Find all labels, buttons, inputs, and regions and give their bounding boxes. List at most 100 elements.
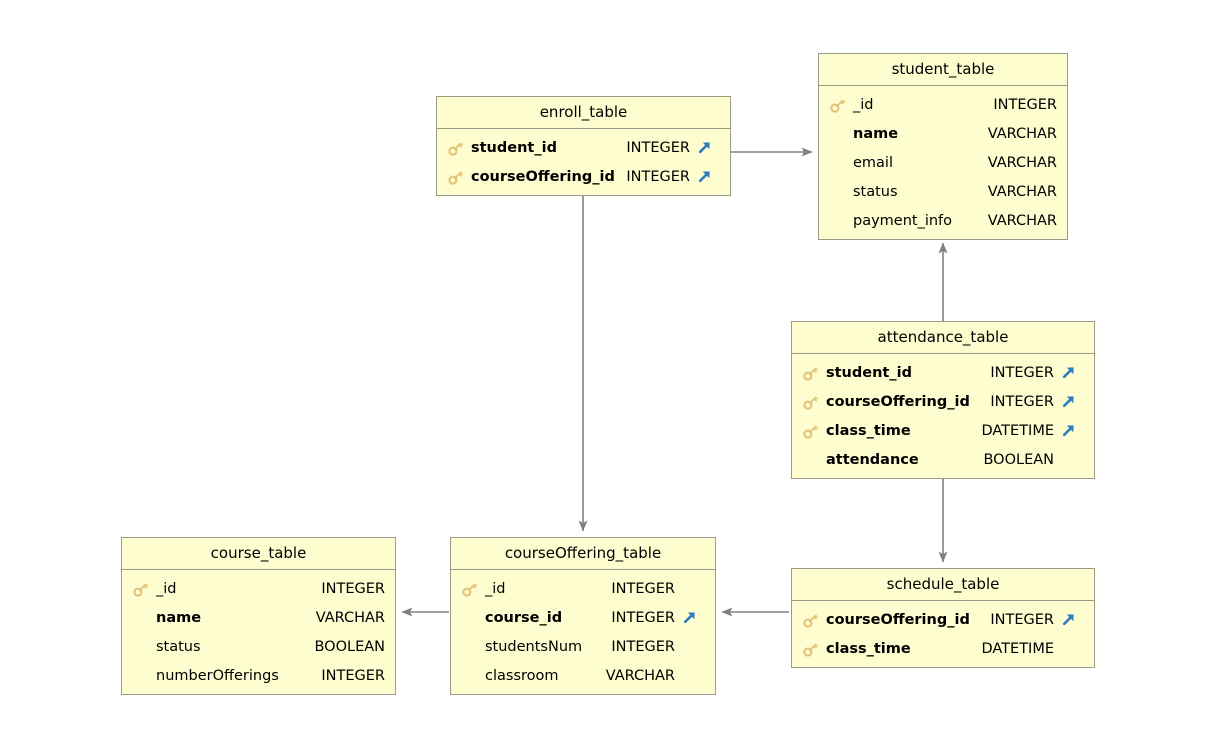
foreign-key-placeholder xyxy=(1060,639,1086,659)
key-icon-placeholder xyxy=(829,211,853,231)
column-type: INTEGER xyxy=(611,580,675,597)
entity-title-courseOffering-table: courseOffering_table xyxy=(451,538,715,570)
column-name: numberOfferings xyxy=(156,667,279,684)
column-row[interactable]: courseOffering_id INTEGER xyxy=(437,162,730,191)
foreign-key-arrow-icon xyxy=(681,608,707,628)
column-name: courseOffering_id xyxy=(826,393,970,410)
foreign-key-placeholder xyxy=(681,666,707,686)
column-name: _id xyxy=(853,96,874,113)
foreign-key-arrow-icon xyxy=(1060,363,1086,383)
key-icon-placeholder xyxy=(461,608,485,628)
column-row[interactable]: class_time DATETIME xyxy=(792,634,1094,663)
key-icon-placeholder xyxy=(829,182,853,202)
column-type: VARCHAR xyxy=(987,154,1057,171)
column-name: student_id xyxy=(471,139,557,156)
entity-title-enroll-table: enroll_table xyxy=(437,97,730,129)
key-icon xyxy=(802,639,826,659)
key-icon-placeholder xyxy=(132,666,156,686)
entity-title-course-table: course_table xyxy=(122,538,395,570)
column-type: VARCHAR xyxy=(605,667,675,684)
column-type: BOOLEAN xyxy=(314,638,385,655)
entity-title-student-table: student_table xyxy=(819,54,1067,86)
key-icon xyxy=(802,610,826,630)
foreign-key-placeholder xyxy=(1060,450,1086,470)
column-name: courseOffering_id xyxy=(471,168,615,185)
column-row[interactable]: attendance BOOLEAN xyxy=(792,445,1094,474)
column-row[interactable]: student_id INTEGER xyxy=(792,358,1094,387)
key-icon xyxy=(802,363,826,383)
column-type: INTEGER xyxy=(626,168,690,185)
key-icon xyxy=(461,579,485,599)
column-name: course_id xyxy=(485,609,563,626)
column-row[interactable]: numberOfferings INTEGER xyxy=(122,661,395,690)
key-icon-placeholder xyxy=(461,666,485,686)
key-icon xyxy=(829,95,853,115)
foreign-key-arrow-icon xyxy=(696,138,722,158)
column-type: VARCHAR xyxy=(987,125,1057,142)
key-icon-placeholder xyxy=(461,637,485,657)
column-name: status xyxy=(853,183,898,200)
column-type: INTEGER xyxy=(626,139,690,156)
column-row[interactable]: _id INTEGER xyxy=(819,90,1067,119)
column-row[interactable]: status BOOLEAN xyxy=(122,632,395,661)
column-type: INTEGER xyxy=(321,580,385,597)
key-icon-placeholder xyxy=(132,637,156,657)
column-name: payment_info xyxy=(853,212,953,229)
column-row[interactable]: course_id INTEGER xyxy=(451,603,715,632)
foreign-key-arrow-icon xyxy=(1060,610,1086,630)
column-name: attendance xyxy=(826,451,919,468)
column-name: name xyxy=(853,125,899,142)
column-type: INTEGER xyxy=(990,393,1054,410)
column-name: student_id xyxy=(826,364,912,381)
key-icon xyxy=(447,167,471,187)
key-icon xyxy=(132,579,156,599)
foreign-key-arrow-icon xyxy=(1060,421,1086,441)
key-icon-placeholder xyxy=(829,124,853,144)
column-row[interactable]: _id INTEGER xyxy=(451,574,715,603)
column-row[interactable]: _id INTEGER xyxy=(122,574,395,603)
column-row[interactable]: name VARCHAR xyxy=(819,119,1067,148)
column-type: INTEGER xyxy=(993,96,1057,113)
column-name: email xyxy=(853,154,893,171)
column-row[interactable]: email VARCHAR xyxy=(819,148,1067,177)
column-row[interactable]: student_id INTEGER xyxy=(437,133,730,162)
column-name: _id xyxy=(485,580,506,597)
entity-title-schedule-table: schedule_table xyxy=(792,569,1094,601)
column-type: INTEGER xyxy=(611,609,675,626)
column-name: _id xyxy=(156,580,177,597)
key-icon xyxy=(802,421,826,441)
column-name: class_time xyxy=(826,640,911,657)
column-type: INTEGER xyxy=(990,611,1054,628)
column-row[interactable]: classroom VARCHAR xyxy=(451,661,715,690)
column-type: DATETIME xyxy=(981,640,1054,657)
column-type: INTEGER xyxy=(321,667,385,684)
column-name: classroom xyxy=(485,667,559,684)
column-name: name xyxy=(156,609,202,626)
column-type: INTEGER xyxy=(990,364,1054,381)
column-name: studentsNum xyxy=(485,638,583,655)
foreign-key-arrow-icon xyxy=(696,167,722,187)
column-name: class_time xyxy=(826,422,911,439)
column-type: BOOLEAN xyxy=(983,451,1054,468)
column-name: status xyxy=(156,638,201,655)
column-row[interactable]: courseOffering_id INTEGER xyxy=(792,387,1094,416)
key-icon xyxy=(447,138,471,158)
